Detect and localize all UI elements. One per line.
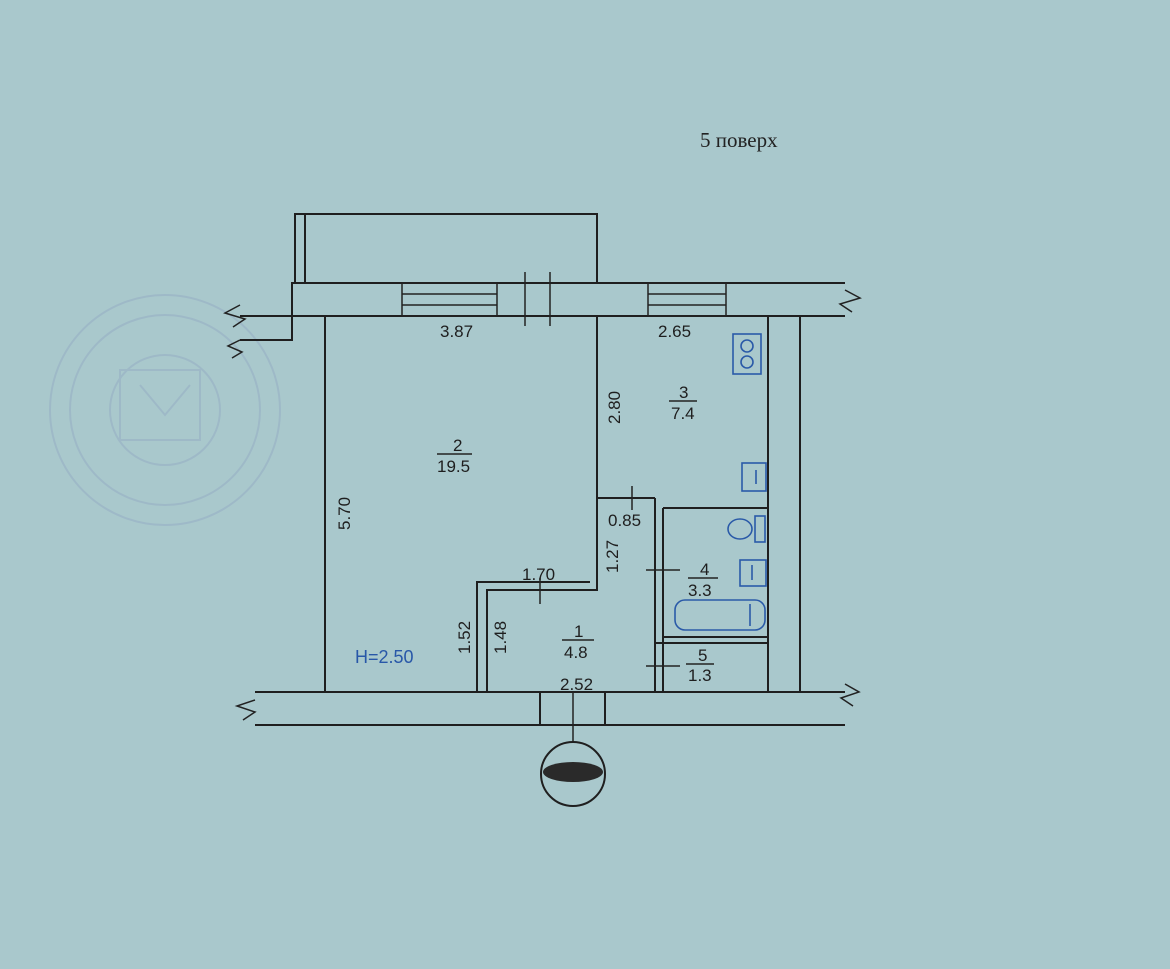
svg-text:3: 3 bbox=[679, 383, 688, 402]
break-left-top bbox=[223, 304, 247, 328]
compass-marker-icon bbox=[540, 741, 606, 807]
svg-text:7.4: 7.4 bbox=[671, 404, 695, 423]
floor-label: 5 поверх bbox=[700, 128, 778, 152]
ceiling-height: H=2.50 bbox=[355, 647, 414, 667]
top-wall bbox=[240, 282, 845, 317]
room-4-label: 4 3.3 bbox=[688, 560, 718, 600]
toilet-icon bbox=[727, 515, 766, 543]
stove-icon bbox=[732, 333, 762, 375]
room-1-label: 1 4.8 bbox=[562, 622, 594, 662]
dim-hall-width-top: 1.70 bbox=[522, 565, 555, 584]
balcony-outline bbox=[294, 213, 598, 283]
svg-text:4.8: 4.8 bbox=[564, 643, 588, 662]
window-room3 bbox=[647, 282, 727, 317]
dim-hall-left-1: 1.52 bbox=[455, 621, 474, 654]
dim-hall-bottom: 2.52 bbox=[560, 675, 593, 694]
svg-text:2: 2 bbox=[453, 436, 462, 455]
stamp-seal-icon bbox=[49, 294, 281, 526]
dim-room3-width: 2.65 bbox=[658, 322, 691, 341]
dim-room2-length: 5.70 bbox=[335, 497, 354, 530]
room-3-label: 3 7.4 bbox=[669, 383, 697, 423]
svg-text:3.3: 3.3 bbox=[688, 581, 712, 600]
dim-room2-width: 3.87 bbox=[440, 322, 473, 341]
window-room2 bbox=[401, 282, 498, 317]
svg-text:19.5: 19.5 bbox=[437, 457, 470, 476]
svg-text:5: 5 bbox=[698, 646, 707, 665]
dim-bath-door: 0.85 bbox=[608, 511, 641, 530]
washbasin-icon bbox=[739, 559, 767, 587]
bathtub-icon bbox=[674, 599, 766, 631]
svg-text:4: 4 bbox=[700, 560, 709, 579]
break-right-top bbox=[838, 289, 862, 313]
balcony-door bbox=[524, 272, 551, 326]
room-2-label: 2 19.5 bbox=[437, 436, 472, 476]
kitchen-sink-icon bbox=[741, 462, 767, 492]
svg-text:1.3: 1.3 bbox=[688, 666, 712, 685]
dim-hall-depth: 1.27 bbox=[603, 540, 622, 573]
dim-room3-depth: 2.80 bbox=[605, 391, 624, 424]
dim-hall-left-2: 1.48 bbox=[491, 621, 510, 654]
room-5-label: 5 1.3 bbox=[686, 646, 714, 685]
svg-text:1: 1 bbox=[574, 622, 583, 641]
